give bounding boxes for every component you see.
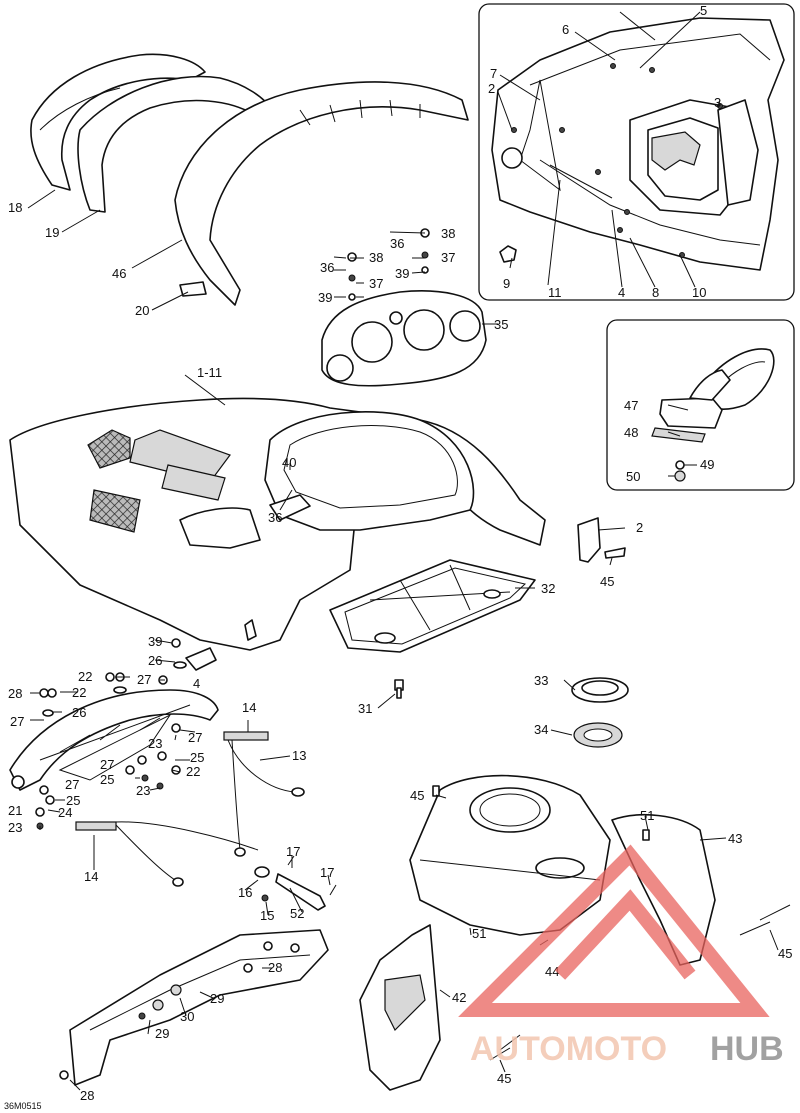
callout-27-left: 27 <box>10 714 24 729</box>
callout-38-right: 38 <box>441 226 455 241</box>
callout-47: 47 <box>624 398 638 413</box>
inset-mirror <box>606 319 795 491</box>
callout-14-top: 14 <box>242 700 256 715</box>
callout-22-left: 22 <box>72 685 86 700</box>
callout-51-top: 51 <box>640 808 654 823</box>
callout-44: 44 <box>545 964 559 979</box>
callout-40: 40 <box>282 455 296 470</box>
rear-rail <box>69 929 329 1086</box>
callout-30: 30 <box>180 1009 194 1024</box>
watermark-hub-text: HUB <box>710 1030 784 1068</box>
callout-45-right: 45 <box>778 946 792 961</box>
callout-45-bottom: 45 <box>497 1071 511 1086</box>
gauge-bezel <box>321 290 487 387</box>
callout-27-right: 27 <box>188 730 202 745</box>
callout-51-low: 51 <box>472 926 486 941</box>
callout-numbers: 5 6 7 2 3 9 11 4 8 10 18 19 46 20 1-11 3… <box>4 3 792 1111</box>
callout-8: 8 <box>652 285 659 300</box>
callout-45-bracket: 45 <box>600 574 614 589</box>
callout-18: 18 <box>8 200 22 215</box>
callout-29-right: 29 <box>210 991 224 1006</box>
callout-1-11: 1-11 <box>197 365 222 380</box>
drawing-code: 36M0515 <box>4 1101 42 1111</box>
callout-4: 4 <box>193 676 200 691</box>
callout-9: 9 <box>503 276 510 291</box>
callout-10: 10 <box>692 285 706 300</box>
callout-2-inset: 2 <box>488 81 495 96</box>
callout-37-left: 37 <box>369 276 383 291</box>
callout-29-left: 29 <box>155 1026 169 1041</box>
callout-23-low: 23 <box>8 820 22 835</box>
callout-36-console: 36 <box>268 510 282 525</box>
callout-24-right: 22 <box>186 764 200 779</box>
watermark-auto-text: AUTOMOTO <box>470 1030 667 1068</box>
bolt-31 <box>394 679 404 699</box>
callout-4-inset: 4 <box>618 285 625 300</box>
watermark-logo: AUTOMOTO HUB <box>458 844 784 1068</box>
callout-46: 46 <box>112 266 126 281</box>
callout-36-left: 36 <box>320 260 334 275</box>
callout-25-right: 25 <box>190 750 204 765</box>
callout-38-left: 38 <box>369 250 383 265</box>
callout-45-left: 45 <box>410 788 424 803</box>
callout-31: 31 <box>358 701 372 716</box>
callout-19: 19 <box>45 225 59 240</box>
callout-24-low: 24 <box>58 805 72 820</box>
callout-28-bottom: 28 <box>80 1088 94 1103</box>
callout-7: 7 <box>490 66 497 81</box>
callout-27-mid: 27 <box>100 757 114 772</box>
callout-34: 34 <box>534 722 548 737</box>
leader-lines <box>27 11 779 1091</box>
latch-parts <box>254 855 337 911</box>
callout-43: 43 <box>728 831 742 846</box>
storage-tray <box>329 559 536 653</box>
callout-21: 21 <box>8 803 22 818</box>
callout-32: 32 <box>541 581 555 596</box>
callout-22-mid: 22 <box>78 669 92 684</box>
callout-3: 3 <box>714 95 721 110</box>
callout-13: 13 <box>292 748 306 763</box>
callout-37-right: 37 <box>441 250 455 265</box>
callout-20: 20 <box>135 303 149 318</box>
grab-handle <box>9 689 219 791</box>
callout-49: 49 <box>700 457 714 472</box>
callout-26-left: 26 <box>72 705 86 720</box>
callout-39-left: 39 <box>318 290 332 305</box>
callout-15: 15 <box>260 908 274 923</box>
callout-48: 48 <box>624 425 638 440</box>
inset-top-right <box>478 3 795 301</box>
callout-27-top: 27 <box>137 672 151 687</box>
callout-42: 42 <box>452 990 466 1005</box>
callout-28-left: 28 <box>8 686 22 701</box>
callout-26-top: 26 <box>148 653 162 668</box>
callout-2-bracket: 2 <box>636 520 643 535</box>
callout-23-right: 23 <box>136 783 150 798</box>
bracket-right <box>577 517 626 563</box>
shroud-panels <box>30 53 469 306</box>
callout-25-mid: 25 <box>100 772 114 787</box>
callout-17-top: 17 <box>286 844 300 859</box>
seal-rings <box>571 677 629 748</box>
main-console <box>9 397 546 651</box>
callout-16: 16 <box>238 885 252 900</box>
callout-11: 11 <box>548 285 562 300</box>
callout-39-right: 39 <box>395 266 409 281</box>
cables <box>75 731 305 887</box>
callout-36-right: 36 <box>390 236 404 251</box>
callout-6: 6 <box>562 22 569 37</box>
callout-27-low: 27 <box>65 777 79 792</box>
callout-23-mid: 23 <box>148 736 162 751</box>
callout-14-low: 14 <box>84 869 98 884</box>
callout-28-rail: 28 <box>268 960 282 975</box>
callout-52: 52 <box>290 906 304 921</box>
callout-33: 33 <box>534 673 548 688</box>
callout-22-top: 39 <box>148 634 162 649</box>
callout-5: 5 <box>700 3 707 18</box>
callout-35: 35 <box>494 317 508 332</box>
callout-50: 50 <box>626 469 640 484</box>
callout-25-low: 25 <box>66 793 80 808</box>
callout-17-right: 17 <box>320 865 334 880</box>
